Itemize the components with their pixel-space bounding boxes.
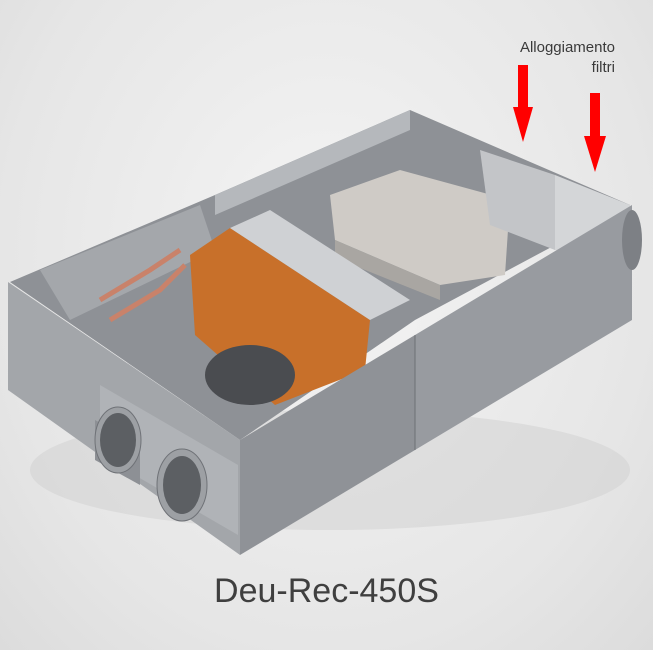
- arrow-filter-1: [513, 65, 533, 142]
- arrow-filter-2: [584, 93, 606, 172]
- duct-2: [156, 448, 208, 522]
- duct-1: [94, 406, 142, 485]
- model-name: Deu-Rec-450S: [214, 572, 439, 610]
- filter-housing-label: Alloggiamento filtri: [520, 38, 615, 78]
- filter-label-line2: filtri: [591, 59, 615, 76]
- filter-label-line1: Alloggiamento: [519, 39, 615, 56]
